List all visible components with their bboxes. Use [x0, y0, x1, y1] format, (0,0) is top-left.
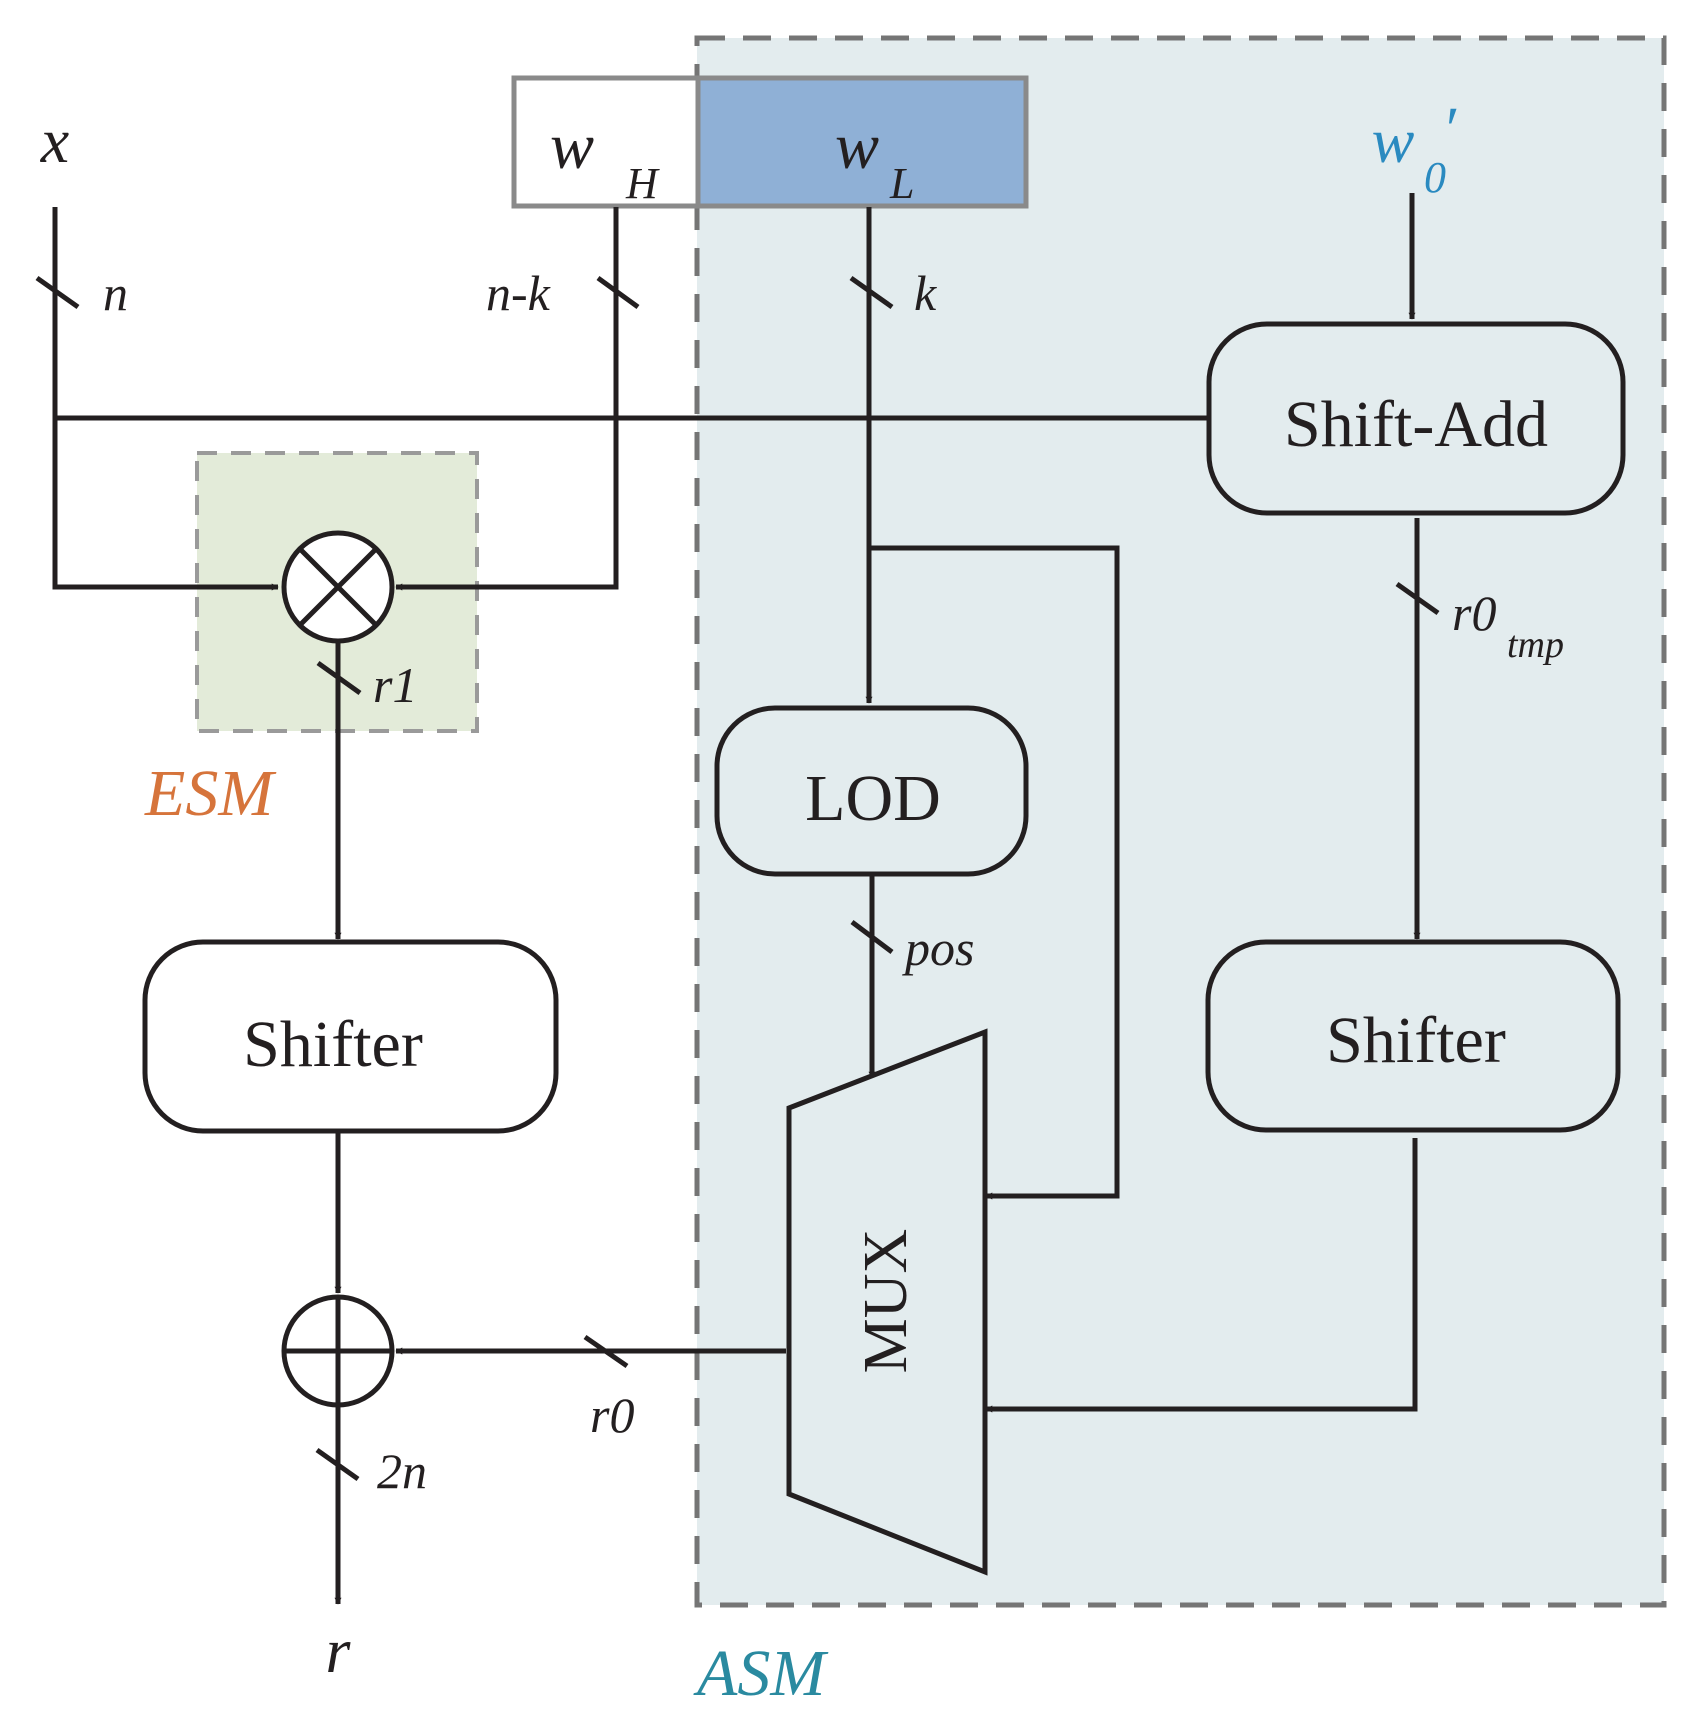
- bus-tick-r0: [583, 1334, 629, 1369]
- wh-subscript: H: [625, 159, 660, 208]
- w0-label: w: [1372, 105, 1415, 176]
- asm-region-label: ASM: [693, 1637, 829, 1710]
- w0-prime: ′: [1446, 96, 1460, 164]
- shift-add-label: Shift-Add: [1284, 388, 1548, 461]
- shifter-right-mux-wire: [985, 1138, 1418, 1413]
- bus-label-n: n: [103, 265, 128, 321]
- bus-label-r0tmp: r0: [1452, 585, 1496, 641]
- wl-register-cell: [695, 75, 1029, 209]
- wh-wire: [395, 207, 619, 591]
- bus-label-2n: 2n: [377, 1443, 427, 1499]
- bus-label-r1: r1: [373, 657, 417, 713]
- x-wire: [52, 207, 279, 591]
- shifter-right-label: Shifter: [1326, 1004, 1506, 1077]
- input-x-label: x: [40, 105, 69, 176]
- bus-tick-2n: [315, 1447, 360, 1482]
- weight-register: [511, 75, 1029, 209]
- bus-tick-r0tmp: [1395, 581, 1440, 616]
- bus-tick-r1: [316, 660, 362, 696]
- wh-register-cell: [511, 75, 701, 209]
- output-r-label: r: [326, 1615, 352, 1686]
- bus-label-n-k: n-k: [486, 265, 551, 321]
- circle-plus-icon: [281, 1294, 395, 1408]
- lod-label: LOD: [805, 762, 941, 835]
- wl-label: w: [835, 110, 879, 183]
- esm-region-label: ESM: [144, 757, 277, 830]
- mux-block: MUX: [786, 1028, 988, 1576]
- wl-mux-wire: [869, 545, 1120, 1200]
- bus-tick-k: [849, 275, 894, 310]
- mux-label: MUX: [852, 1229, 920, 1374]
- shift-add-block: Shift-Add: [1206, 321, 1626, 516]
- shifter-left-block: Shifter: [142, 939, 559, 1134]
- circle-times-icon: [281, 530, 395, 644]
- wl-subscript: L: [889, 159, 914, 208]
- shifter-right-block: Shifter: [1205, 939, 1621, 1133]
- lod-block: LOD: [714, 705, 1029, 877]
- bus-label-pos: pos: [902, 920, 974, 976]
- bus-tick-n-k: [596, 275, 640, 310]
- bus-tick-pos: [850, 920, 894, 954]
- bus-label-r0tmp-subscript: tmp: [1507, 624, 1564, 666]
- bus-label-r0: r0: [590, 1387, 634, 1443]
- wh-label: w: [550, 110, 594, 183]
- shifter-left-label: Shifter: [243, 1008, 423, 1081]
- w0-subscript: 0: [1424, 153, 1446, 202]
- bus-label-k: k: [914, 265, 937, 321]
- bus-tick-n: [35, 275, 80, 310]
